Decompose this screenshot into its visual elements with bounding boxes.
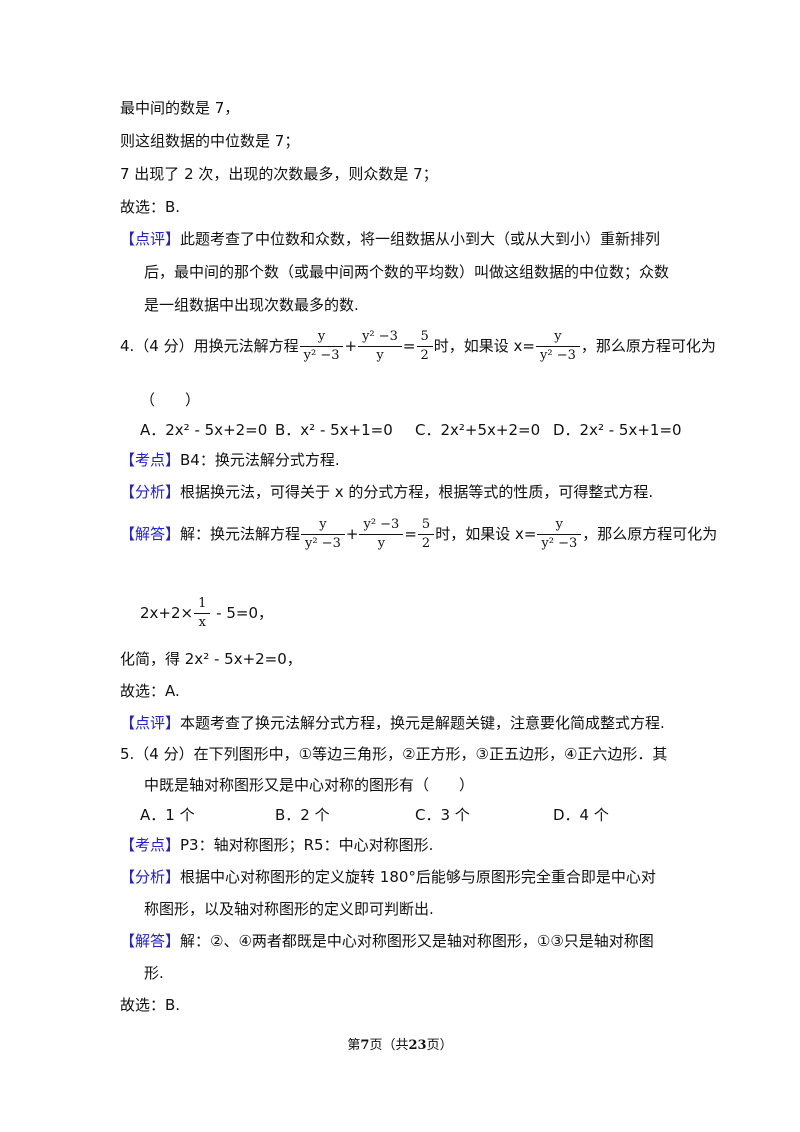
option-a: A．2x² - 5x+2=0 [140,421,268,439]
comment-text: 此题考查了中位数和众数，将一组数据从小到大（或从大到小）重新排列 [180,230,661,248]
q3-comment: 【点评】此题考查了中位数和众数，将一组数据从小到大（或从大到小）重新排列 [120,228,660,250]
q4-kaodian: 【考点】B4：换元法解分式方程. [120,451,340,469]
text-line: 后，最中间的那个数（或最中间两个数的平均数）叫做这组数据的中位数；众数 [144,263,670,281]
text-line: 是一组数据中出现次数最多的数. [144,296,359,314]
option-a: A．1 个 [140,806,195,824]
text-line: 则这组数据的中位数是 7； [120,132,300,150]
q4-dianping: 【点评】本题考查了换元法解分式方程，换元是解题关键，注意要化简成整式方程. [120,714,665,732]
q5-stem: 中既是轴对称图形又是中心对称的图形有（ ） [144,776,475,794]
page-footer: 第7页（共23页） [347,1038,453,1053]
option-b: B．x² - 5x+1=0 [275,421,393,439]
comment-tag: 【点评】 [120,230,181,248]
text-line: 最中间的数是 7， [120,99,240,117]
q5-jieda: 【解答】解：②、④两者都既是中心对称图形又是轴对称图形，①③只是轴对称图 [120,932,654,950]
q5-kaodian: 【考点】P3：轴对称图形；R5：中心对称图形. [120,836,434,854]
page-number: 7 [360,1038,370,1053]
option-d: D．4 个 [553,806,609,824]
option-c: C．2x²+5x+2=0 [415,421,541,439]
q4-prefix: 4.（4 分）用换元法解方程 [120,337,299,355]
q4-fenxi: 【分析】根据换元法，可得关于 x 的分式方程，根据等式的性质，可得整式方程. [120,483,654,501]
q5-fenxi: 【分析】根据中心对称图形的定义旋转 180°后能够与原图形完全重合即是中心对 [120,868,656,886]
page-total: 23 [408,1038,427,1053]
option-d: D．2x² - 5x+1=0 [553,421,682,439]
text-line: 化简，得 2x² - 5x+2=0， [120,650,302,668]
answer-paren: （ ） [140,391,201,409]
text-line: 故选：B. [120,198,181,216]
option-c: C．3 个 [415,806,470,824]
text-line: 7 出现了 2 次，出现的次数最多，则众数是 7； [120,165,438,183]
text-line: 形. [144,964,164,982]
q5-stem: 5.（4 分）在下列图形中，①等边三角形，②正方形，③正五边形，④正六边形．其 [120,745,668,763]
text-line: 故选：B. [120,996,181,1014]
text-line: 称图形，以及轴对称图形的定义即可判断出. [144,900,434,918]
text-line: 故选：A. [120,682,180,700]
option-b: B．2 个 [275,806,330,824]
